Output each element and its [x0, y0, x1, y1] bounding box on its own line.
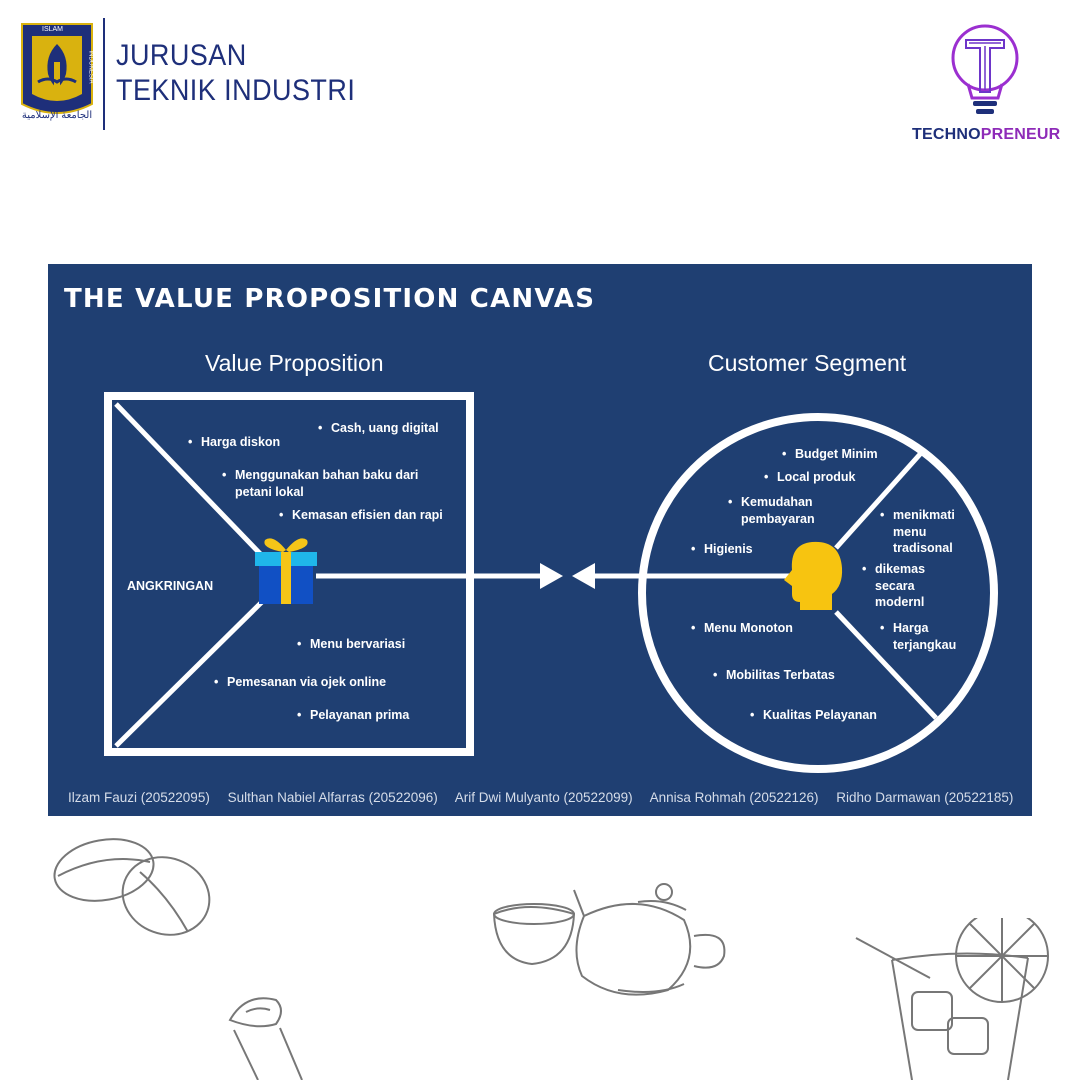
value-proposition-title: Value Proposition	[205, 350, 384, 376]
logo-text-top: ISLAM	[42, 26, 64, 33]
cs-gain-local: •Local produk	[764, 470, 856, 484]
cs-pain-kualitas: •Kualitas Pelayanan	[750, 708, 877, 722]
brand-part-1: TECHNO	[912, 126, 981, 143]
cs-pain-menu-monoton: •Menu Monoton	[691, 621, 793, 635]
header-divider	[103, 18, 105, 130]
coffee-beans-icon	[48, 832, 218, 942]
author-4: Annisa Rohmah (20522126)	[649, 790, 819, 805]
university-logo: ISLAM UNIVERSITAS INDONESIA الجامعة الإس…	[16, 22, 96, 130]
vp-item-harga-diskon: •Harga diskon	[188, 435, 281, 449]
department-name: JURUSAN TEKNIK INDUSTRI	[116, 38, 355, 108]
iced-drink-icon	[852, 918, 1062, 1080]
author-5: Ridho Darmawan (20522185)	[836, 790, 1014, 805]
vp-item-kemasan: •Kemasan efisien dan rapi	[279, 508, 443, 522]
logo-text-left: UNIVERSITAS	[16, 47, 23, 87]
author-2: Sulthan Nabiel Alfarras (20522096)	[227, 790, 438, 805]
coffee-cup-icon	[216, 990, 326, 1080]
customer-segment-title: Customer Segment	[708, 350, 907, 376]
cs-gain-budget: •Budget Minim	[782, 447, 878, 461]
vp-item-pemesanan: •Pemesanan via ojek online	[214, 675, 387, 689]
vp-item-menu: •Menu bervariasi	[297, 637, 406, 651]
lightbulb-icon	[951, 24, 1019, 114]
university-emblem-icon	[21, 23, 93, 114]
teapot-icon	[488, 880, 738, 1010]
cs-pain-mobilitas: •Mobilitas Terbatas	[713, 668, 835, 682]
canvas-title: THE VALUE PROPOSITION CANVAS	[64, 284, 596, 314]
logo-arabic-text: الجامعة الإسلامية	[21, 110, 93, 121]
vp-center-label: ANGKRINGAN	[127, 579, 214, 593]
technopreneur-wordmark: TECHNOPRENEUR	[912, 126, 1060, 144]
author-1: Ilzam Fauzi (20522095)	[68, 790, 210, 805]
department-line-2: TEKNIK INDUSTRI	[116, 74, 356, 107]
brand-part-2: PRENEUR	[980, 126, 1061, 143]
vp-item-pelayanan: •Pelayanan prima	[297, 708, 410, 722]
head-icon	[782, 540, 844, 612]
gift-icon	[253, 532, 319, 606]
technopreneur-logo	[940, 22, 1030, 122]
vp-item-cash: •Cash, uang digital	[318, 421, 439, 435]
logo-text-right: INDONESIA	[87, 50, 94, 84]
cs-gain-higienis: •Higienis	[691, 542, 753, 556]
authors-footer: Ilzam Fauzi (20522095) Sulthan Nabiel Al…	[68, 790, 1013, 805]
department-line-1: JURUSAN	[116, 39, 247, 72]
author-3: Arif Dwi Mulyanto (20522099)	[454, 790, 633, 805]
